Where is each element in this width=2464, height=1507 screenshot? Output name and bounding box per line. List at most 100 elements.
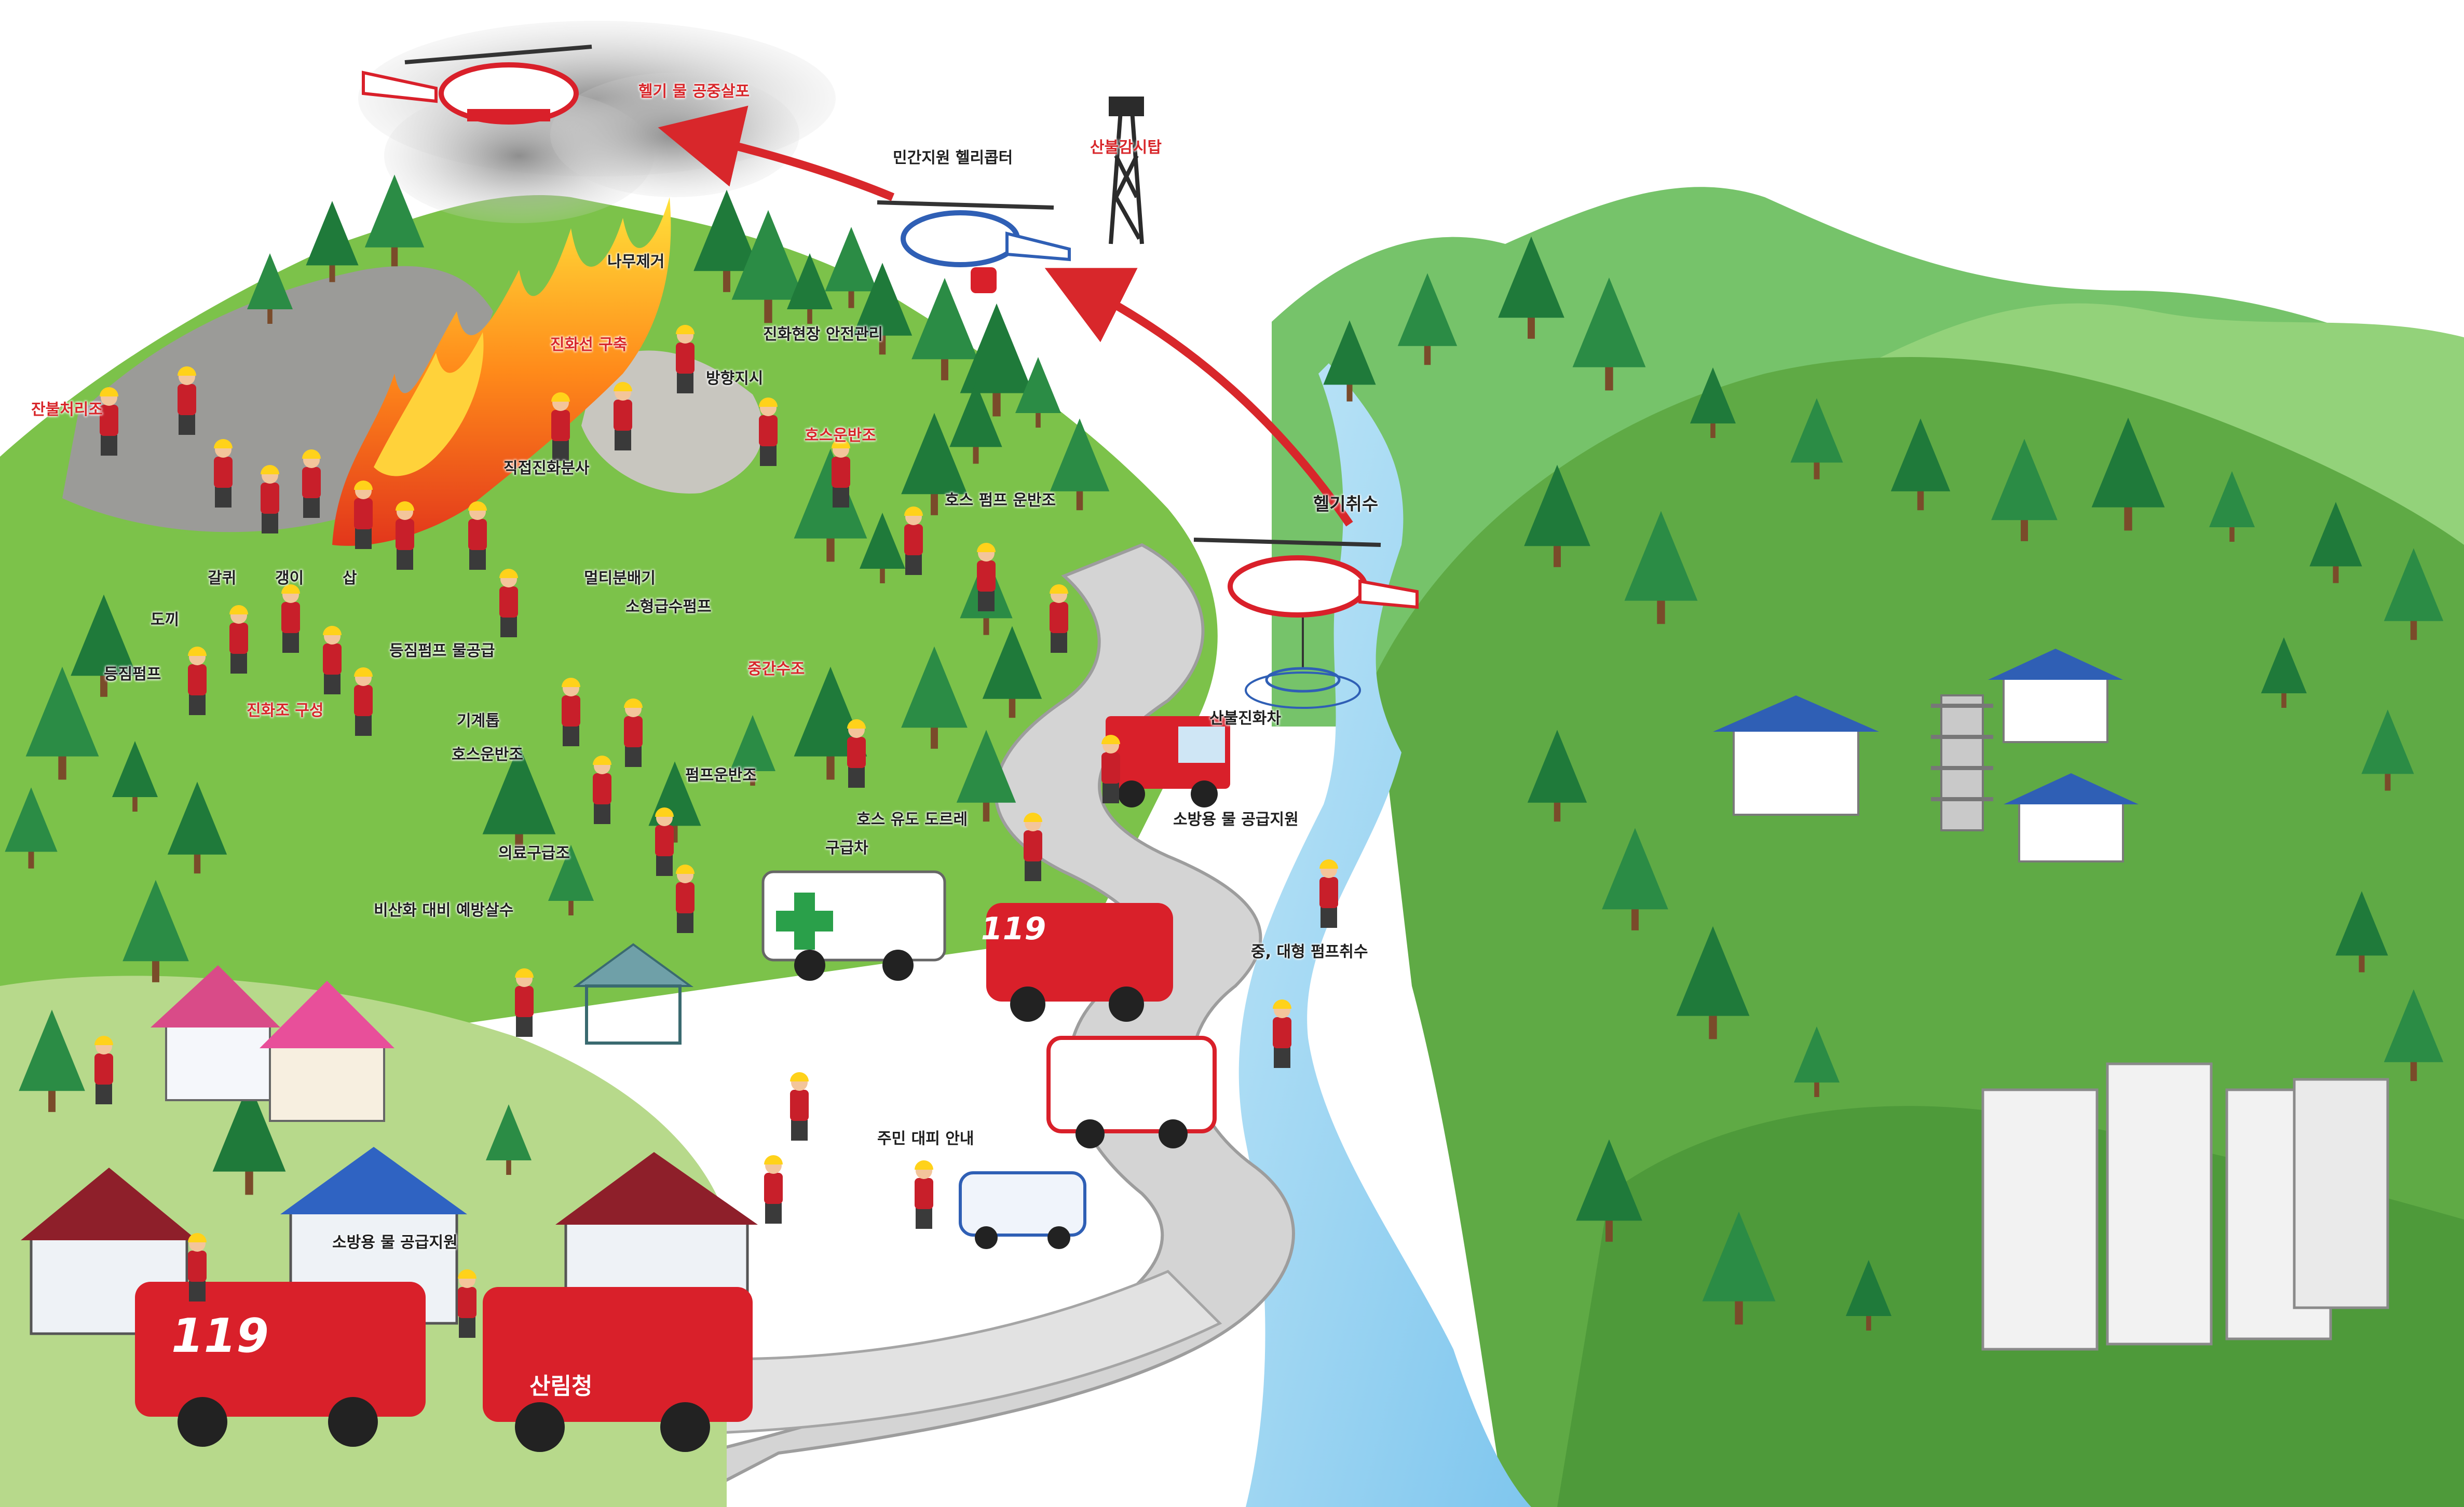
pine-tree <box>1846 1260 1891 1331</box>
pine-tree <box>825 227 878 308</box>
label-small-pump: 소형급수펌프 <box>625 598 712 616</box>
pine-tree <box>1790 398 1843 480</box>
firefighter <box>261 465 279 533</box>
firefighter <box>100 387 118 456</box>
firefighters <box>94 325 1338 1338</box>
label-axe: 도끼 <box>151 611 180 629</box>
firefighter <box>977 543 996 611</box>
pine-tree <box>794 448 867 562</box>
ambulance <box>761 870 946 981</box>
label-heli-water-spray: 헬기 물 공중살포 <box>638 83 750 101</box>
fire-lookout-tower <box>1109 97 1144 244</box>
label-truck-water-supply: 소방용 물 공급지원 <box>1173 811 1299 829</box>
pine-tree <box>1524 464 1590 567</box>
firefighter <box>302 449 321 518</box>
label-fire-tower: 산불감시탑 <box>1090 139 1162 157</box>
pine-tree <box>693 189 760 292</box>
pine-tree <box>2384 989 2444 1081</box>
firefighter <box>515 968 534 1037</box>
firefighter <box>354 481 373 549</box>
pine-tree <box>1015 357 1061 428</box>
label-backpack-supply: 등짐펌프 물공급 <box>389 642 495 660</box>
police-car <box>959 1171 1086 1249</box>
pine-tree <box>1397 273 1458 365</box>
pine-tree <box>112 741 158 812</box>
pine-tree <box>2309 502 2362 583</box>
label-relay-tank: 중간수조 <box>747 660 805 678</box>
firefighter <box>229 605 248 674</box>
firefighter <box>188 1233 207 1302</box>
firefighter <box>832 439 850 508</box>
water-intake-helicopter <box>1193 538 1419 709</box>
label-mechanical-saw: 기계톱 <box>457 712 500 730</box>
pine-tree <box>731 210 805 323</box>
firefighter <box>458 1269 477 1338</box>
private-support-helicopter <box>877 200 1071 293</box>
firefighter <box>1050 584 1068 653</box>
pine-tree <box>1794 1026 1840 1097</box>
label-backpack-pump: 등짐펌프 <box>104 665 161 683</box>
pine-tree <box>730 715 775 786</box>
pine-tree <box>1624 511 1698 624</box>
label-forest-fire-truck: 산불진화차 <box>1209 709 1281 728</box>
label-direction: 방향지시 <box>706 369 764 388</box>
firefighter <box>214 439 233 508</box>
label-hose-guide-reel: 호스 유도 도르레 <box>856 811 968 829</box>
fire-engine-119 <box>135 1282 426 1447</box>
label-pump-team: 펌프운반조 <box>685 766 757 785</box>
firefighter <box>396 501 414 570</box>
pine-tree <box>5 787 58 869</box>
forestry-service-truck <box>483 1287 753 1452</box>
spray-direction-arrow <box>658 105 895 201</box>
pine-tree <box>2384 548 2444 640</box>
firefighter <box>676 865 695 933</box>
label-fireline: 진화선 구축 <box>550 336 628 354</box>
pine-tree <box>2261 637 2307 708</box>
label-hose-pump-team: 호스 펌프 운반조 <box>945 491 1056 510</box>
firefighter <box>354 667 373 736</box>
wildfire-flames <box>332 197 671 546</box>
pine-tree <box>1676 926 1750 1039</box>
pine-tree <box>122 880 189 982</box>
pine-tree <box>167 782 227 874</box>
pine-tree <box>212 1081 286 1195</box>
pine-tree <box>19 1009 85 1112</box>
firefighter <box>655 807 674 876</box>
pine-tree <box>2335 891 2388 972</box>
pine-tree <box>1602 828 1668 930</box>
label-multi-splitter: 멀티분배기 <box>584 569 656 587</box>
pine-tree <box>911 278 978 380</box>
pine-tree <box>1050 418 1110 511</box>
forestry-service-logo: 산림청 <box>529 1373 593 1400</box>
pine-tree <box>1690 367 1736 438</box>
pine-tree <box>901 646 968 749</box>
gazebo <box>573 943 694 1045</box>
pine-tree <box>486 1104 532 1175</box>
pine-tree <box>548 845 594 915</box>
apartment-complex <box>1981 1062 2389 1351</box>
firefighter <box>323 626 342 694</box>
label-hose-team: 호스운반조 <box>805 427 876 445</box>
pine-tree <box>482 744 556 858</box>
pine-tree <box>982 626 1042 718</box>
label-shovel: 갱이 <box>275 569 304 587</box>
pine-tree <box>25 666 99 780</box>
river <box>1238 363 1531 1507</box>
firefighter <box>562 678 580 746</box>
temple-buildings <box>1713 649 2139 862</box>
firefighter <box>1273 999 1291 1068</box>
pine-tree <box>364 174 425 267</box>
firefighter <box>614 382 632 450</box>
firefighter <box>1319 859 1338 928</box>
rescue-van <box>1046 1036 1217 1148</box>
intake-to-drop-arrow <box>1044 268 1353 527</box>
pine-tree <box>306 201 359 282</box>
pine-tree <box>852 263 913 355</box>
pine-tree <box>1890 418 1951 511</box>
pine-tree <box>2361 709 2414 791</box>
firefighter <box>593 756 611 824</box>
label-crew-formation: 진화조 구성 <box>247 702 324 720</box>
label-hose-team-2: 호스운반조 <box>452 746 523 764</box>
